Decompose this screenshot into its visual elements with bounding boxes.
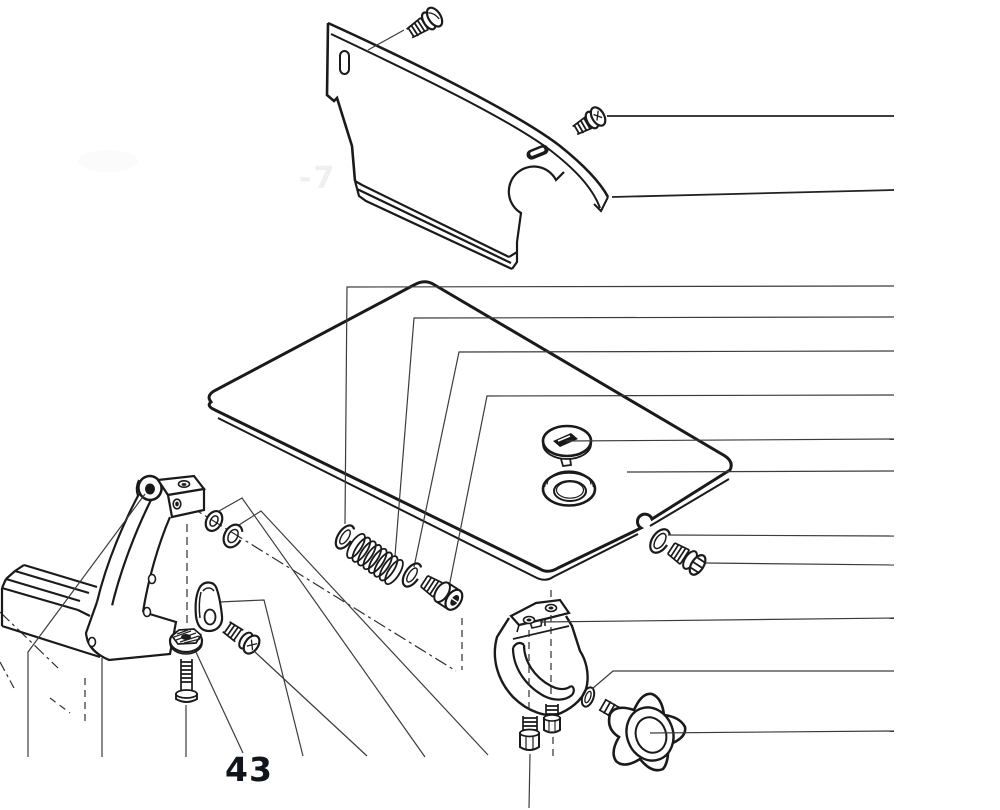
table-top	[207, 280, 733, 581]
leader-washer-b	[413, 350, 895, 568]
watermark-text: -7	[299, 161, 337, 196]
center-axis-hinge	[169, 493, 457, 672]
leader-edge-washer	[667, 534, 895, 537]
cover-slot-left	[339, 50, 350, 75]
compression-spring	[346, 532, 404, 586]
phantom-lines	[0, 493, 463, 722]
quadrant-body	[493, 615, 589, 717]
base-rail	[0, 563, 101, 659]
cover-flange	[353, 180, 519, 270]
leader-hinge-eye	[27, 493, 146, 757]
edge-screw	[667, 542, 707, 576]
quadrant-axes-dashed	[528, 590, 554, 758]
leader-lines	[27, 29, 895, 809]
leader-knob-washer	[591, 670, 894, 690]
leader-plug	[565, 438, 895, 442]
socket-screw	[419, 574, 464, 611]
leader-top-screw-tip	[367, 29, 405, 51]
leader-washer-small	[218, 497, 426, 758]
leader-phillips-screw	[254, 651, 368, 757]
leader-edge-screw	[705, 562, 895, 566]
leader-washer-a	[344, 285, 895, 525]
phillips-screw	[222, 621, 261, 655]
cover-slot-right	[526, 144, 549, 160]
leader-clip	[218, 599, 304, 757]
leader-knob	[649, 730, 895, 734]
flange-nut	[168, 628, 204, 655]
leader-table	[626, 470, 895, 473]
top-pan-screw	[406, 6, 444, 39]
cap-screw-1	[519, 716, 540, 751]
cover-scallop	[507, 165, 565, 243]
phantom-edge-2	[49, 697, 71, 714]
cover-top-inner	[330, 33, 601, 209]
leader-cover	[611, 189, 895, 198]
leader-quadrant	[539, 617, 895, 623]
hinge-bracket	[84, 474, 206, 662]
cap-screw-2	[543, 704, 561, 734]
screw-threads	[406, 17, 430, 39]
stud-screw	[175, 659, 198, 703]
hole-bezel	[541, 470, 597, 507]
quadrant-bracket	[493, 590, 589, 758]
faint-smudge	[78, 150, 138, 172]
cover-tip	[593, 196, 609, 213]
plug-slot	[553, 433, 578, 447]
cover-top-edge	[327, 21, 610, 198]
washer-small	[204, 509, 224, 533]
edge-lock-washer	[649, 528, 671, 554]
table-outline	[207, 280, 733, 573]
center-axis-lower-left	[0, 611, 59, 669]
head-block-front	[166, 487, 206, 519]
table-thickness	[217, 417, 730, 581]
star-knob	[598, 692, 687, 772]
bracket-arm	[95, 493, 172, 613]
center-axis-lower-left-2	[0, 661, 15, 689]
bracket-foot	[84, 601, 178, 662]
washer-large	[222, 523, 244, 549]
screw-threads	[572, 116, 593, 136]
leader-spring	[394, 316, 895, 557]
leader-socket-screw	[448, 394, 895, 588]
quadrant-arc-slot	[511, 641, 575, 701]
retainer-clip	[194, 581, 224, 633]
knob-washer	[580, 686, 596, 708]
lock-washer-b	[401, 562, 423, 588]
hinge-eye-hole	[145, 483, 155, 495]
leader-washer-large	[238, 510, 489, 756]
figure-number-label: 43	[225, 750, 273, 789]
cover-left-edge	[325, 22, 357, 182]
cover-panel	[325, 21, 610, 270]
right-pan-screw	[572, 106, 607, 136]
leader-flange-nut	[194, 649, 244, 754]
leader-cap-screw	[528, 753, 531, 809]
lock-washer-a	[334, 524, 356, 550]
